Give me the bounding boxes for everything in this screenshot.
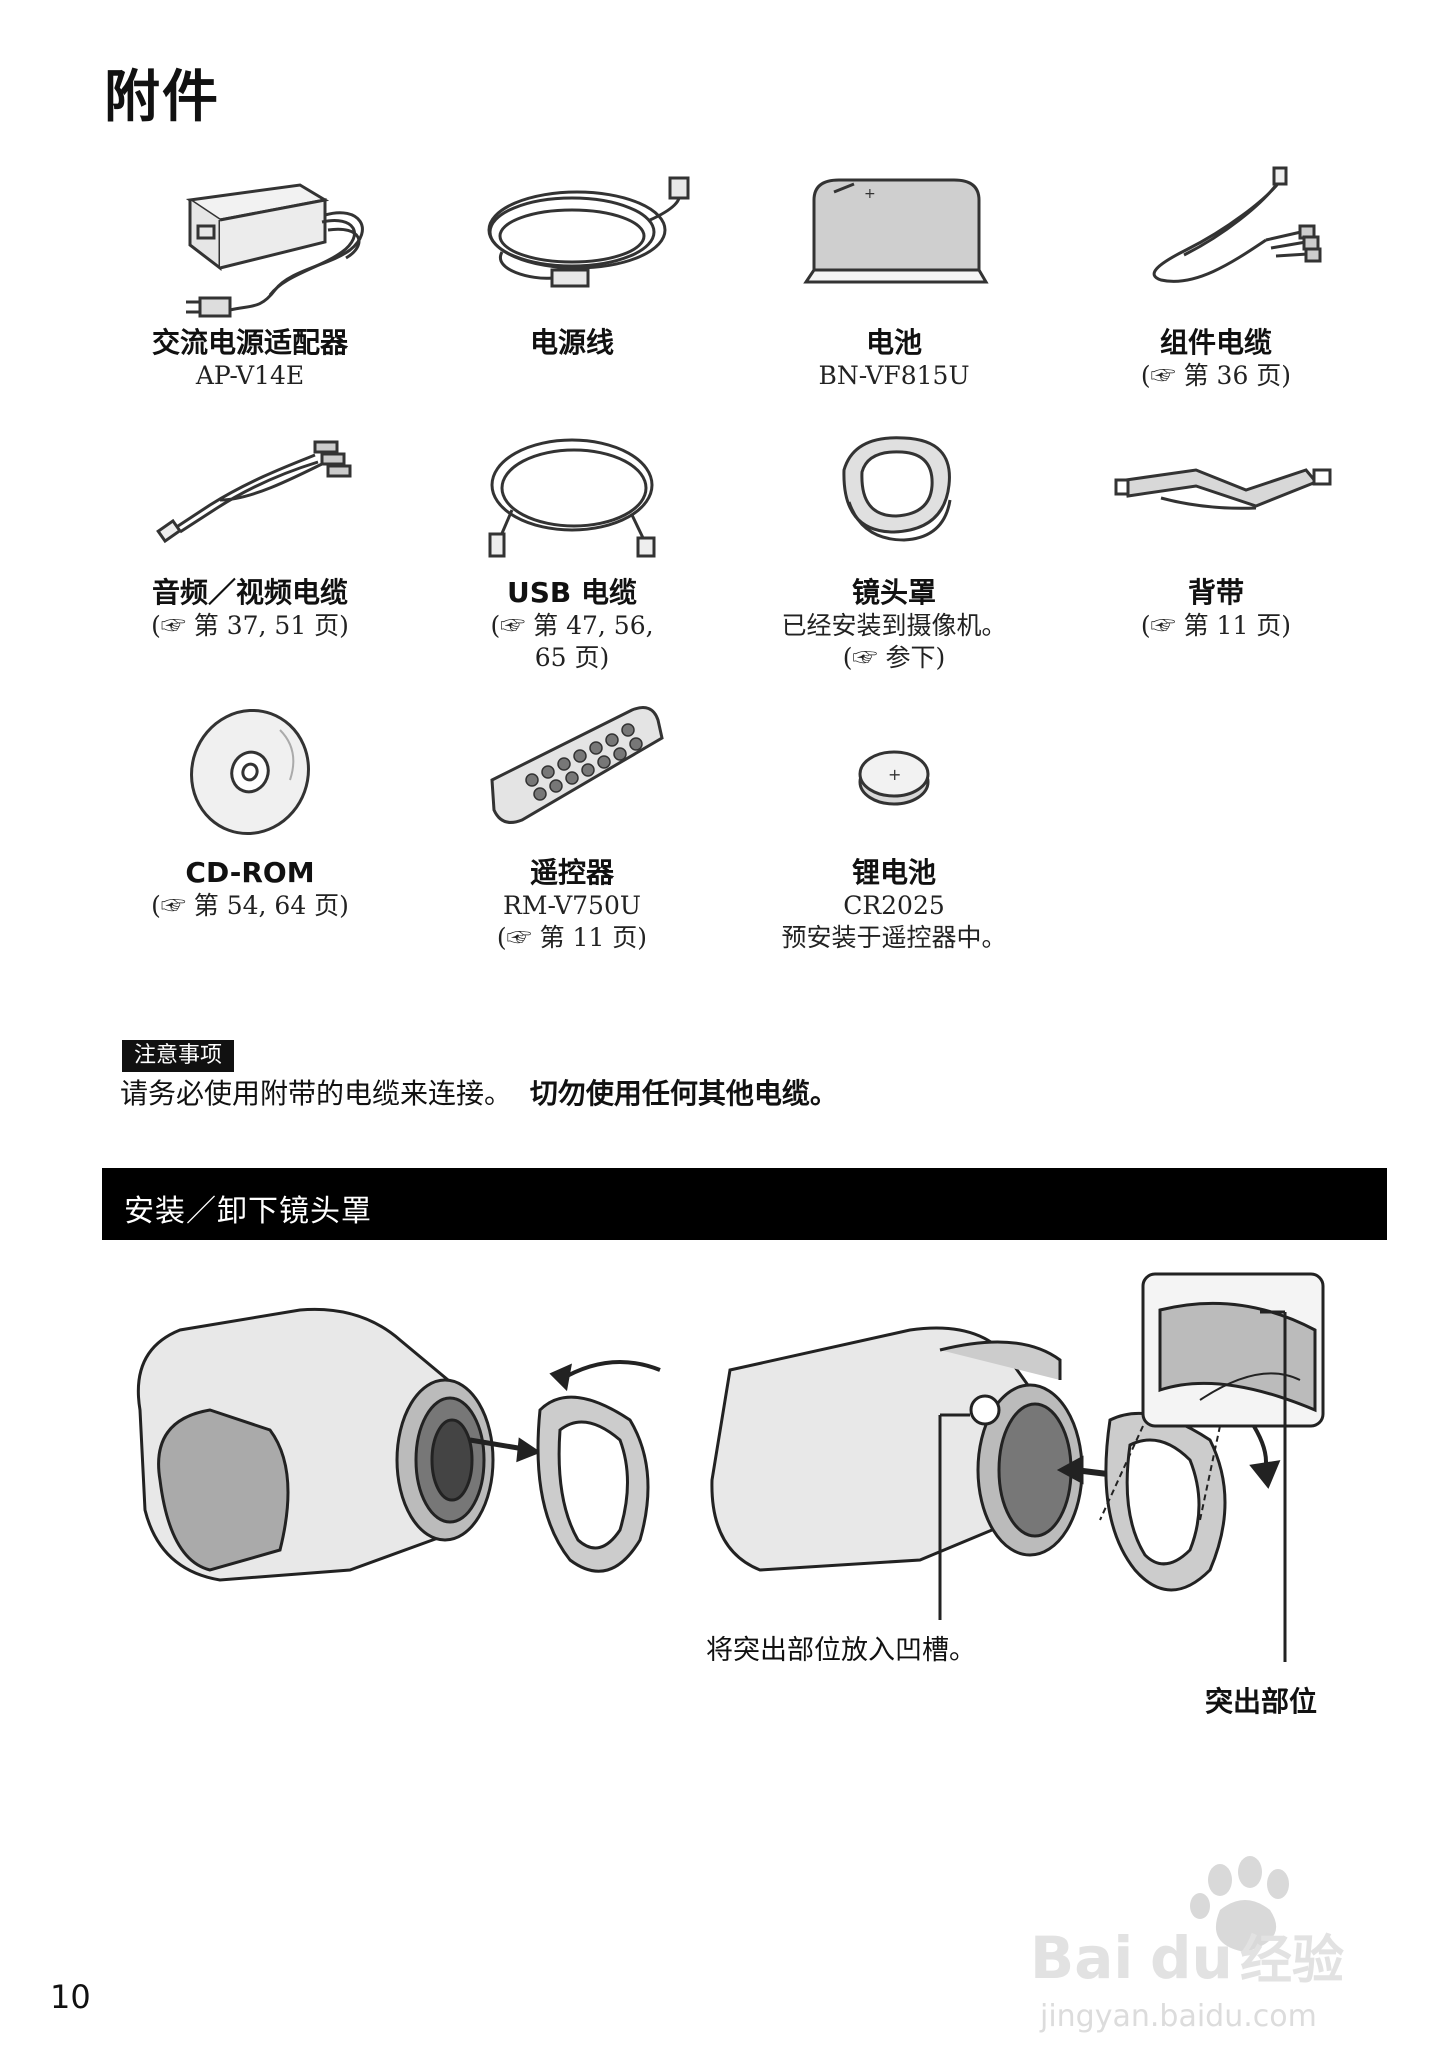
accessory-detail: BN-VF815U bbox=[818, 361, 970, 390]
accessory-name: USB 电缆 bbox=[507, 576, 637, 609]
accessory-item-remote: 遥控器 RM-V750U (☞ 第 11 页) bbox=[422, 690, 722, 954]
accessory-detail: (☞ 参下) bbox=[842, 643, 946, 672]
accessory-name: 遥控器 bbox=[529, 856, 614, 889]
page-number: 10 bbox=[50, 1978, 91, 2016]
accessory-name: 交流电源适配器 bbox=[151, 326, 348, 359]
caution-sentence: 请务必使用附带的电缆来连接。 bbox=[120, 1077, 513, 1110]
section-title: 安装／卸下镜头罩 bbox=[124, 1194, 372, 1229]
accessory-detail: (☞ 第 11 页) bbox=[1140, 611, 1292, 640]
groove-caption: 将突出部位放入凹槽。 bbox=[706, 1635, 976, 1666]
accessory-detail: 预安装于遥控器中。 bbox=[781, 923, 1007, 952]
strap-image bbox=[1114, 468, 1332, 510]
accessory-detail: AP-V14E bbox=[195, 361, 305, 390]
accessory-item-power-cord: 电源线 bbox=[422, 160, 722, 360]
cd-rom-image bbox=[190, 708, 310, 836]
accessory-name: CD-ROM bbox=[185, 856, 315, 889]
page-title: 附件 bbox=[104, 65, 220, 130]
accessory-detail: 65 页) bbox=[534, 643, 610, 672]
caution-text: 请务必使用附带的电缆来连接。 切勿使用任何其他电缆。 bbox=[120, 1074, 838, 1114]
accessory-name: 背带 bbox=[1187, 576, 1244, 609]
lens-hood-image bbox=[842, 436, 952, 542]
accessory-item-av-cable: 音频／视频电缆 (☞ 第 37, 51 页) bbox=[100, 410, 400, 642]
accessory-detail: CR2025 bbox=[843, 891, 945, 920]
accessory-detail: (☞ 第 37, 51 页) bbox=[151, 611, 349, 640]
accessory-item-lens-hood: 镜头罩 已经安装到摄像机。 (☞ 参下) bbox=[744, 410, 1044, 674]
watermark-brand: Bai bbox=[1030, 1924, 1133, 1992]
accessory-detail: RM-V750U bbox=[503, 891, 641, 920]
accessory-item-usb-cable: USB 电缆 (☞ 第 47, 56, 65 页) bbox=[422, 410, 722, 674]
caution-badge: 注意事项 bbox=[122, 1040, 235, 1072]
battery-image: + bbox=[803, 178, 989, 284]
accessory-item-component-cable: 组件电缆 (☞ 第 36 页) bbox=[1066, 160, 1366, 392]
lens-hood-install-illustration bbox=[136, 1272, 1325, 1662]
accessory-item-battery: + 电池 BN-VF815U bbox=[744, 160, 1044, 392]
accessory-item-strap: 背带 (☞ 第 11 页) bbox=[1066, 410, 1366, 642]
watermark-suffix: 经验 bbox=[1240, 1931, 1344, 1991]
power-cord-image bbox=[487, 176, 690, 288]
ac-adapter-image bbox=[185, 183, 364, 318]
baidu-watermark: Bai du 经验 jingyan.baidu.com bbox=[1030, 1840, 1390, 2040]
svg-text:+: + bbox=[864, 186, 876, 202]
lithium-battery-image: + bbox=[858, 750, 930, 806]
accessory-name: 镜头罩 bbox=[851, 576, 936, 609]
caution-warning: 切勿使用任何其他电缆。 bbox=[529, 1077, 838, 1110]
accessory-name: 电源线 bbox=[529, 326, 614, 359]
accessory-name: 组件电缆 bbox=[1159, 326, 1272, 359]
av-cable-image bbox=[156, 440, 352, 544]
watermark-url: jingyan.baidu.com bbox=[1039, 1999, 1317, 2034]
accessory-detail: (☞ 第 47, 56, bbox=[490, 611, 654, 640]
component-cable-image bbox=[1152, 166, 1322, 283]
accessory-name: 音频／视频电缆 bbox=[151, 576, 348, 609]
watermark-brand-mid: du bbox=[1150, 1924, 1233, 1992]
accessory-item-lithium-battery: + 锂电池 CR2025 预安装于遥控器中。 bbox=[744, 690, 1044, 954]
baidu-paw-logo-icon: Bai du 经验 jingyan.baidu.com bbox=[1030, 1856, 1344, 2034]
svg-text:+: + bbox=[888, 765, 901, 784]
accessory-detail: (☞ 第 54, 64 页) bbox=[151, 891, 349, 920]
section-header: 安装／卸下镜头罩 bbox=[102, 1168, 1387, 1240]
remote-image bbox=[490, 706, 664, 824]
accessory-detail: (☞ 第 36 页) bbox=[1140, 361, 1292, 390]
protrusion-caption: 突出部位 bbox=[1205, 1685, 1318, 1718]
usb-cable-image bbox=[488, 438, 656, 558]
accessory-item-ac-adapter: 交流电源适配器 AP-V14E bbox=[100, 160, 400, 392]
accessory-detail: (☞ 第 11 页) bbox=[496, 923, 648, 952]
accessory-name: 锂电池 bbox=[851, 856, 936, 889]
accessory-detail: 已经安装到摄像机。 bbox=[781, 611, 1007, 640]
accessory-item-cd-rom: CD-ROM (☞ 第 54, 64 页) bbox=[100, 690, 400, 922]
accessory-name: 电池 bbox=[865, 326, 922, 359]
